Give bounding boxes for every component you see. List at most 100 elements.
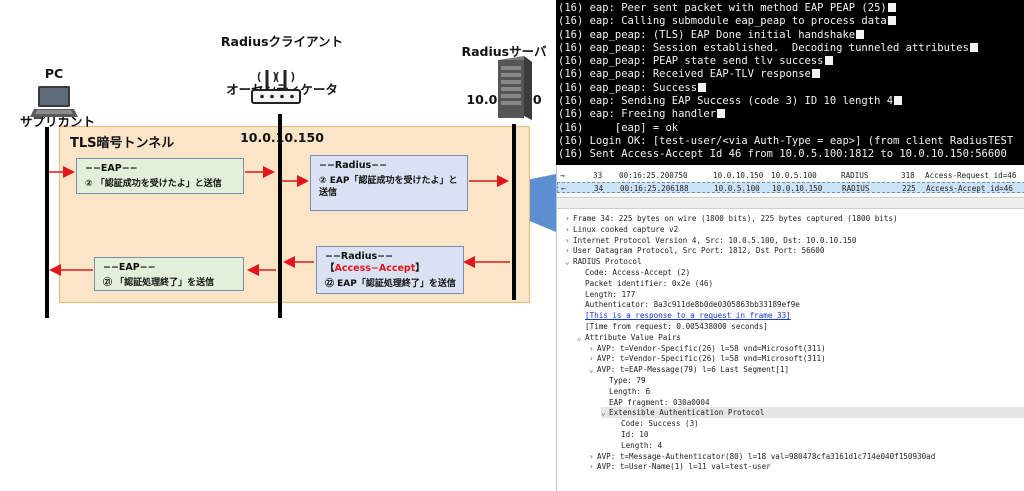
- message-eap-success-received: −−EAP−− ② 「認証成功を受けたよ」と送信: [76, 158, 244, 194]
- packet-len: 318: [901, 171, 915, 180]
- terminal-line: (16) Sent Access-Accept Id 46 from 10.0.…: [556, 148, 1024, 161]
- terminal-line-text: (16) Login OK: [test-user/<via Auth-Type…: [558, 134, 1014, 147]
- detail-line[interactable]: Id: 10: [613, 429, 648, 440]
- terminal-line: (16) eap_peap: PEAP state send tlv succe…: [556, 55, 1024, 68]
- terminal-line-text: (16) eap: Freeing handler: [558, 108, 717, 121]
- server-label-line1: Radiusサーバ: [461, 44, 547, 59]
- detail-line[interactable]: ⌄AVP: t=EAP-Message(79) l=6 Last Segment…: [589, 364, 789, 375]
- collapsed-chevron-icon[interactable]: ›: [565, 246, 570, 256]
- message-radius-success-received: −−Radius−− ② EAP「認証成功を受けたよ」と送信: [310, 155, 468, 211]
- pc-label-line1: PC: [44, 66, 64, 81]
- detail-line[interactable]: Code: Access-Accept (2): [577, 267, 690, 278]
- request-link[interactable]: [This is a response to a request in fram…: [585, 311, 791, 321]
- leaf-spacer: [577, 321, 585, 332]
- detail-line[interactable]: Code: Success (3): [613, 418, 699, 429]
- packet-proto: RADIUS: [841, 171, 869, 180]
- detail-line[interactable]: ›AVP: t=Vendor-Specific(26) l=58 vnd=Mic…: [589, 343, 826, 354]
- detail-text: AVP: t=Vendor-Specific(26) l=58 vnd=Micr…: [597, 354, 826, 364]
- detail-text: User Datagram Protocol, Src Port: 1812, …: [573, 246, 825, 256]
- detail-line[interactable]: Length: 177: [577, 289, 635, 300]
- message-radius-access-accept: −−Radius−−【Access−Accept】 ㉒ EAP「認証処理終了」を…: [316, 246, 464, 294]
- leaf-spacer: [601, 397, 609, 408]
- detail-text: Length: 6: [609, 386, 651, 396]
- detail-text: EAP fragment: 030a0004: [609, 397, 710, 407]
- packet-arrow: ←: [561, 184, 566, 193]
- expanded-chevron-icon[interactable]: ⌄: [565, 257, 570, 267]
- collapsed-chevron-icon[interactable]: ›: [565, 235, 570, 245]
- detail-line[interactable]: ›Linux cooked capture v2: [565, 224, 678, 235]
- detail-text: Extensible Authentication Protocol: [609, 408, 765, 418]
- collapsed-chevron-icon[interactable]: ›: [589, 451, 594, 461]
- collapsed-chevron-icon[interactable]: ›: [565, 214, 570, 223]
- collapsed-chevron-icon[interactable]: ›: [565, 224, 570, 234]
- detail-line[interactable]: ›Internet Protocol Version 4, Src: 10.0.…: [565, 235, 856, 246]
- expanded-chevron-icon[interactable]: ⌄: [577, 332, 582, 342]
- terminal-line-text: (16) [eap] = ok: [558, 121, 679, 134]
- msg1-body: ② 「認証成功を受けたよ」と送信: [85, 179, 222, 189]
- detail-text: Type: 79: [609, 376, 646, 385]
- terminal-line-text: (16) eap_peap: PEAP state send tlv succe…: [558, 55, 824, 68]
- detail-line[interactable]: EAP fragment: 030a0004: [601, 397, 710, 408]
- terminal-line-text: (16) eap_peap: (TLS) EAP Done initial ha…: [558, 28, 856, 41]
- server-lifeline: [512, 124, 516, 300]
- detail-line[interactable]: Authenticator: 8a3c911de8b0de0305863bb33…: [577, 299, 800, 310]
- detail-line[interactable]: ›Frame 34: 225 bytes on wire (1800 bits)…: [565, 213, 898, 224]
- terminal-line: (16) eap_peap: Success: [556, 82, 1024, 95]
- leaf-spacer: [577, 278, 585, 289]
- return-icon: [894, 96, 903, 106]
- leaf-spacer: [577, 310, 585, 321]
- detail-line[interactable]: ⌄Extensible Authentication Protocol: [601, 407, 1024, 419]
- detail-text: Code: Access-Accept (2): [585, 268, 691, 277]
- return-icon: [717, 109, 726, 119]
- return-icon: [824, 56, 833, 66]
- packet-src: 10.0.10.150: [713, 171, 764, 180]
- packet-info: Access-Request id=46: [925, 171, 1017, 180]
- detail-text: RADIUS Protocol: [573, 257, 642, 267]
- detail-line[interactable]: ›AVP: t=User-Name(1) l=11 val=test-user: [589, 461, 771, 472]
- detail-line[interactable]: [Time from request: 0.005438000 seconds]: [577, 321, 768, 332]
- collapsed-chevron-icon[interactable]: ›: [589, 343, 594, 353]
- detail-line[interactable]: Length: 4: [613, 440, 662, 451]
- packet-len: 225: [902, 184, 916, 193]
- msg4-body: ㉑ 「認証処理終了」を送信: [103, 278, 215, 288]
- detail-text: Internet Protocol Version 4, Src: 10.0.5…: [573, 235, 857, 245]
- expanded-chevron-icon[interactable]: ⌄: [589, 365, 594, 375]
- detail-line[interactable]: ⌄Attribute Value Pairs: [577, 332, 681, 343]
- detail-line[interactable]: ›User Datagram Protocol, Src Port: 1812,…: [565, 245, 824, 256]
- terminal-line-text: (16) eap: Calling submodule eap_peap to …: [558, 15, 887, 28]
- pc-label: PC サプリカント: [20, 34, 95, 146]
- detail-line[interactable]: [This is a response to a request in fram…: [577, 310, 791, 321]
- expanded-chevron-icon[interactable]: ⌄: [601, 408, 606, 418]
- return-icon: [887, 3, 896, 12]
- leaf-spacer: [577, 289, 585, 300]
- packet-time: 00:16:25.200750: [619, 171, 688, 180]
- detail-line[interactable]: ›AVP: t=Message-Authenticator(80) l=18 v…: [589, 451, 935, 462]
- leaf-spacer: [613, 429, 621, 440]
- pc-lifeline: [45, 127, 49, 318]
- detail-text: Id: 10: [621, 430, 649, 439]
- packet-time: 00:16:25.206188: [620, 184, 689, 193]
- detail-line[interactable]: Type: 79: [601, 375, 646, 386]
- terminal-line: (16) Login OK: [test-user/<via Auth-Type…: [556, 135, 1024, 148]
- detail-line[interactable]: ›AVP: t=Vendor-Specific(26) l=58 vnd=Mic…: [589, 353, 826, 364]
- detail-text: Code: Success (3): [621, 419, 699, 429]
- packet-no: 33: [593, 171, 603, 180]
- pane-separator[interactable]: [557, 197, 1024, 209]
- detail-line[interactable]: Packet identifier: 0x2e (46): [577, 278, 713, 289]
- terminal-line-text: (16) eap_peap: Received EAP-TLV response: [558, 68, 811, 81]
- server-icon: [498, 56, 532, 120]
- collapsed-chevron-icon[interactable]: ›: [589, 354, 594, 364]
- terminal-line: (16) eap: Freeing handler: [556, 108, 1024, 121]
- laptop-icon: [30, 86, 78, 117]
- detail-line[interactable]: Length: 6: [601, 386, 650, 397]
- terminal-line: (16) [eap] = ok: [556, 122, 1024, 135]
- collapsed-chevron-icon[interactable]: ›: [589, 462, 594, 472]
- packet-info: Access-Accept id=46: [926, 184, 1013, 193]
- detail-line[interactable]: ⌄RADIUS Protocol: [565, 256, 642, 267]
- msg3-header: −−Radius−−【Access−Accept】: [325, 251, 457, 275]
- terminal-line: (16) eap_peap: (TLS) EAP Done initial ha…: [556, 29, 1024, 42]
